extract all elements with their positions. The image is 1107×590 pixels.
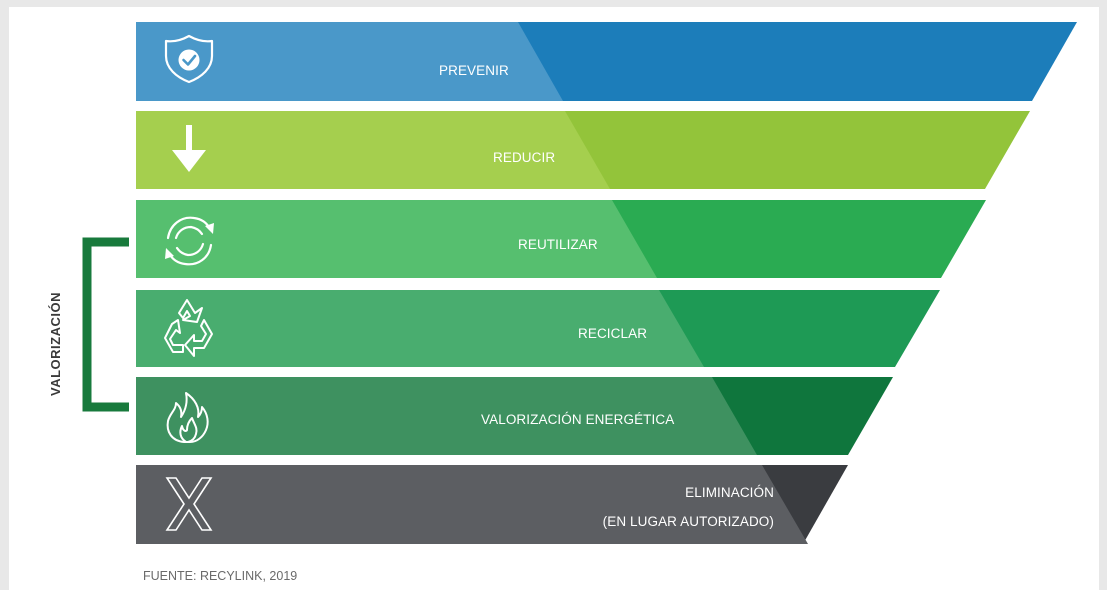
valorizacion-side-label: VALORIZACIÓN: [48, 292, 63, 396]
arrow-down-icon: [172, 125, 206, 172]
source-caption: FUENTE: RECYLINK, 2019: [143, 569, 298, 583]
band-prevenir-light: [136, 22, 563, 101]
flame-icon: [166, 392, 209, 443]
shield-check-icon: [164, 34, 214, 84]
label-valorizacion-energetica: VALORIZACIÓN ENERGÉTICA: [481, 412, 675, 427]
band-valorizacion: [136, 377, 893, 455]
label-reducir: REDUCIR: [493, 150, 556, 165]
x-icon: [165, 477, 213, 531]
label-reciclar: RECICLAR: [578, 326, 648, 341]
reuse-arrows-icon: [165, 216, 214, 266]
band-reutilizar-light: [136, 200, 657, 278]
label-eliminacion: ELIMINACIÓN (EN LUGAR AUTORIZADO): [560, 478, 774, 536]
band-valorizacion-light: [136, 377, 757, 455]
band-reciclar-light: [136, 290, 704, 367]
recycle-icon: [164, 299, 213, 357]
band-prevenir: [136, 22, 1077, 101]
label-prevenir: PREVENIR: [439, 63, 509, 78]
valorizacion-bracket: [82, 237, 129, 412]
band-reciclar: [136, 290, 940, 367]
band-reutilizar: [136, 200, 986, 278]
band-eliminacion-light: [136, 465, 808, 544]
band-eliminacion: [136, 465, 848, 544]
label-eliminacion-line1: ELIMINACIÓN: [685, 485, 774, 500]
band-reducir: [136, 111, 1030, 189]
band-reducir-light: [136, 111, 610, 189]
label-eliminacion-line2: (EN LUGAR AUTORIZADO): [602, 514, 774, 529]
label-reutilizar: REUTILIZAR: [518, 237, 598, 252]
